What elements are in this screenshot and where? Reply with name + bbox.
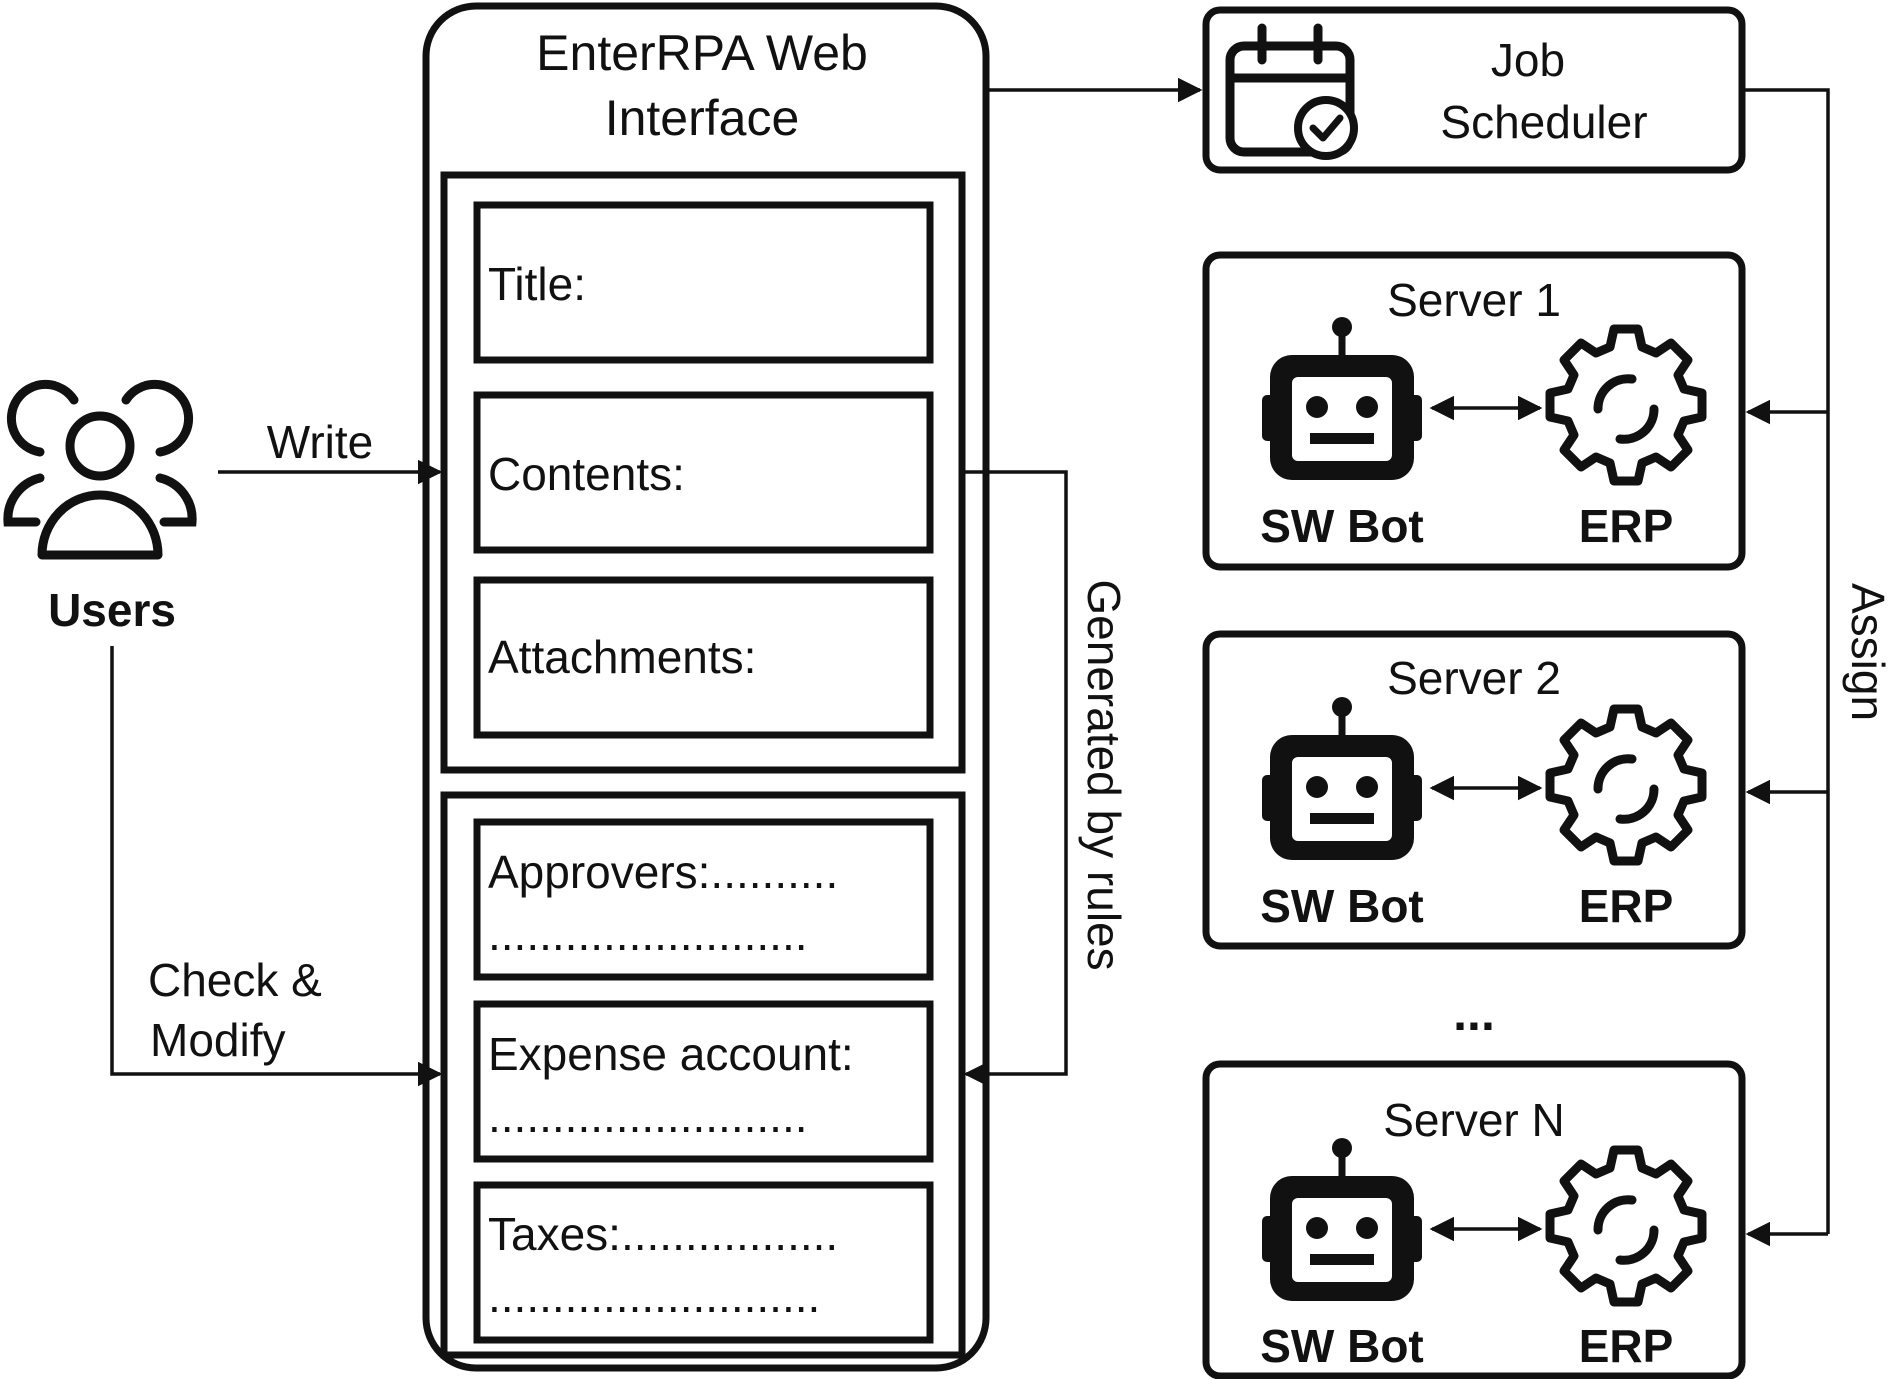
- erp-gear-icon: [1550, 709, 1702, 861]
- title-field[interactable]: [473, 201, 934, 364]
- write-label: Write: [267, 416, 374, 468]
- expense-account-field[interactable]: [473, 1000, 934, 1163]
- more-servers-ellipsis: ...: [1453, 985, 1495, 1041]
- server-2: Server 2 SW Bot ERP: [1202, 630, 1746, 950]
- check-modify-label-line1: Check &: [148, 954, 322, 1006]
- sw-bot-icon: [1262, 1138, 1422, 1301]
- server-n: Server N SW Bot ERP: [1202, 1060, 1746, 1379]
- server-2-name: Server 2: [1387, 652, 1561, 704]
- sw-bot-icon: [1262, 317, 1422, 480]
- approvers-field-dots: .........................: [488, 908, 808, 960]
- web-interface-container: [422, 2, 990, 1372]
- taxes-field[interactable]: [473, 1181, 934, 1344]
- expense-account-field-label: Expense account:: [488, 1028, 854, 1080]
- sw-bot-label: SW Bot: [1260, 500, 1424, 552]
- title-field-label: Title:: [488, 258, 586, 310]
- erp-gear-icon: [1550, 1150, 1702, 1302]
- taxes-field-dots: ..........................: [488, 1270, 820, 1322]
- contents-field-label: Contents:: [488, 448, 685, 500]
- erp-label: ERP: [1579, 1320, 1674, 1372]
- check-modify-arrow: [110, 646, 443, 1087]
- server-n-name: Server N: [1383, 1094, 1564, 1146]
- generated-by-rules-arrow: [962, 470, 1068, 1087]
- job-scheduler-label-line1: Job: [1491, 34, 1565, 86]
- erp-gear-icon: [1550, 329, 1702, 481]
- server-1-name: Server 1: [1387, 274, 1561, 326]
- approvers-field-label: Approvers:..........: [488, 846, 838, 898]
- check-modify-label-line2: Modify: [150, 1014, 285, 1066]
- expense-account-field-dots: .........................: [488, 1090, 808, 1142]
- users-label: Users: [48, 584, 176, 636]
- sw-bot-icon: [1262, 697, 1422, 860]
- generated-by-rules-label: Generated by rules: [1078, 579, 1130, 970]
- contents-field[interactable]: [473, 391, 934, 554]
- web-interface-title-line1: EnterRPA Web: [536, 25, 868, 81]
- sw-bot-label: SW Bot: [1260, 880, 1424, 932]
- assign-bus-line: [1742, 88, 1830, 1234]
- taxes-field-label: Taxes:.................: [488, 1208, 838, 1260]
- erp-label: ERP: [1579, 880, 1674, 932]
- assign-label: Assign: [1842, 583, 1894, 721]
- sw-bot-label: SW Bot: [1260, 1320, 1424, 1372]
- web-interface-title-line2: Interface: [605, 90, 800, 146]
- attachments-field[interactable]: [473, 576, 934, 739]
- calendar-check-icon: [1225, 23, 1358, 160]
- server-1: Server 1 SW Bot ERP: [1202, 251, 1746, 571]
- users-icon: [3, 379, 197, 560]
- job-scheduler-label-line2: Scheduler: [1440, 96, 1647, 148]
- approvers-field[interactable]: [473, 818, 934, 981]
- attachments-field-label: Attachments:: [488, 631, 756, 683]
- erp-label: ERP: [1579, 500, 1674, 552]
- generated-form-group: [440, 791, 966, 1359]
